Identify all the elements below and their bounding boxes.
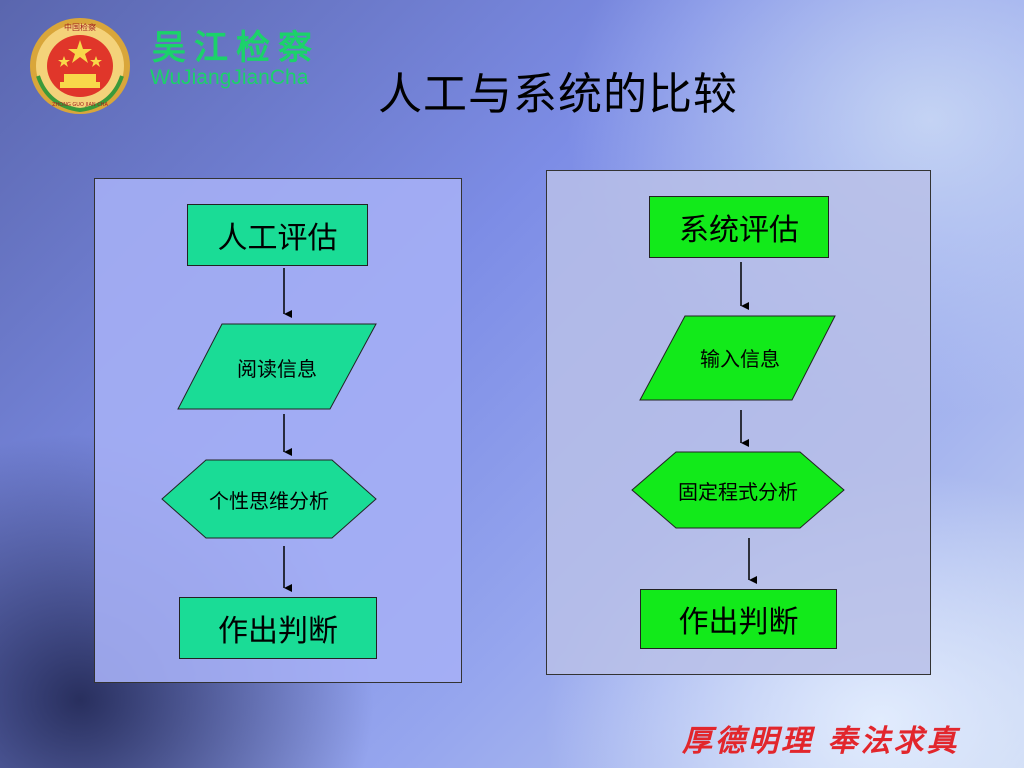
brand-english-name: WuJiangJianCha (150, 66, 309, 89)
emblem-top-text: 中国检察 (64, 22, 96, 32)
right-process-label: 固定程式分析 (678, 479, 798, 504)
left-process-label: 个性思维分析 (209, 488, 329, 513)
left-input-parallelogram (177, 323, 377, 410)
left-end-box: 作出判断 (179, 597, 377, 659)
emblem-bottom-text: ZHONG GUO JIAN CHA (52, 102, 108, 108)
right-input-parallelogram (639, 315, 836, 401)
brand-chinese-name: 吴江检察 (152, 28, 320, 68)
right-process-hexagon (631, 451, 845, 529)
right-end-box: 作出判断 (640, 589, 837, 649)
footer-motto: 厚德明理 奉法求真 (682, 724, 960, 759)
left-start-box: 人工评估 (187, 204, 368, 266)
left-process-hexagon (161, 459, 377, 539)
left-input-label: 阅读信息 (237, 356, 317, 381)
right-start-box: 系统评估 (649, 196, 829, 258)
right-input-label: 输入信息 (700, 346, 780, 371)
procuratorate-emblem-icon: 中国检察 ZHONG GUO JIAN CHA (30, 18, 130, 114)
page-title: 人工与系统的比较 (378, 69, 738, 120)
